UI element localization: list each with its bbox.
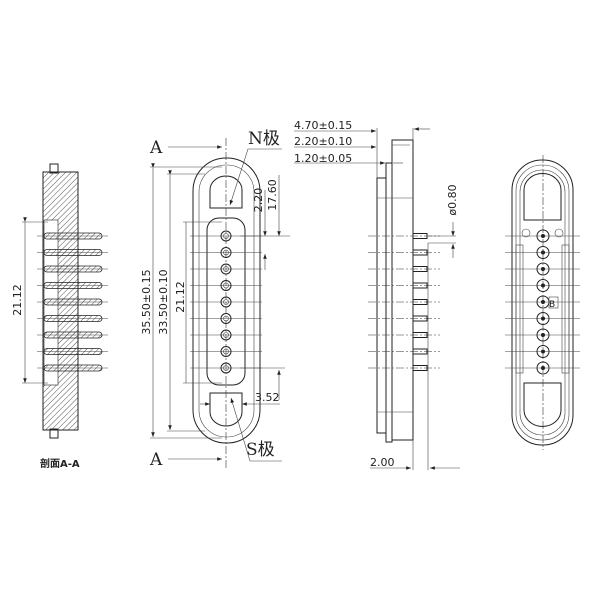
front-pins xyxy=(190,230,262,374)
dim-window-width: 3.52 xyxy=(255,391,280,404)
side-view: 4.70±0.15 2.20±0.10 1.20±0.05 ø0.80 2.00 xyxy=(294,119,460,470)
front-pin-tip xyxy=(223,299,229,305)
rear-view: B xyxy=(505,155,580,450)
rear-pin-dot xyxy=(541,300,545,304)
side-pin xyxy=(412,365,428,371)
rear-pin xyxy=(536,279,550,292)
front-pin xyxy=(220,329,232,341)
side-pin xyxy=(412,332,428,338)
front-pin-tip xyxy=(223,332,229,338)
front-pin xyxy=(220,296,232,308)
rear-pin xyxy=(536,345,550,358)
rear-pin-dot xyxy=(541,283,545,288)
side-pin xyxy=(412,299,428,305)
s-pole-window xyxy=(209,392,243,427)
rear-pin xyxy=(536,246,550,259)
rear-pin xyxy=(536,328,550,342)
dim-plate-thickness: 1.20±0.05 xyxy=(294,152,352,165)
front-view: A A N极 S极 35.50±0.15 33.50±0.10 21.12 2.… xyxy=(140,129,290,470)
side-pin xyxy=(412,282,428,289)
rear-pin xyxy=(536,312,550,325)
rear-pins xyxy=(505,229,580,375)
side-pin xyxy=(412,266,428,272)
front-pin-tip xyxy=(223,249,229,256)
dim-pin-diameter: ø0.80 xyxy=(446,184,459,215)
flange xyxy=(391,139,414,441)
rear-bottom-window xyxy=(523,382,562,427)
side-pin xyxy=(412,315,428,322)
front-pin xyxy=(220,280,232,291)
dim-total-thickness: 4.70±0.15 xyxy=(294,119,352,132)
section-view-a-a: 21.12 剖面A-A xyxy=(11,163,108,470)
side-pin xyxy=(412,249,428,256)
dim-section-span: 21.12 xyxy=(11,284,24,316)
rear-pin-dot xyxy=(541,234,545,238)
rear-pin xyxy=(536,262,550,276)
section-caption: 剖面A-A xyxy=(40,457,80,470)
dim-pin-length: 2.00 xyxy=(370,456,395,469)
dim-pitch-span: 21.12 xyxy=(174,281,187,313)
inner-outline xyxy=(198,164,255,438)
rear-marking: B xyxy=(549,300,555,310)
front-pin-tip xyxy=(223,233,229,239)
n-pole-window xyxy=(209,175,243,209)
rear-pin-dot xyxy=(541,267,545,271)
rear-outer-outline xyxy=(511,159,574,446)
s-pole-label: S极 xyxy=(246,440,275,460)
front-pin-tip xyxy=(223,266,229,272)
dim-overall-length: 35.50±0.15 xyxy=(140,269,153,334)
outer-outline xyxy=(192,157,261,444)
rear-pin-dot xyxy=(541,349,545,354)
front-pin xyxy=(220,263,232,275)
dim-inner-length: 33.50±0.10 xyxy=(157,269,170,334)
contact-plate xyxy=(385,162,393,443)
side-pin xyxy=(412,348,428,355)
rear-pin-dot xyxy=(541,333,545,337)
front-pin xyxy=(220,346,232,357)
section-pins xyxy=(37,232,108,372)
n-pole-label: N极 xyxy=(248,129,280,149)
front-pin xyxy=(220,313,232,324)
front-pin-tip xyxy=(223,365,229,371)
section-mark-top: A xyxy=(149,138,163,158)
front-pin-tip xyxy=(223,348,229,355)
rear-pin-dot xyxy=(541,316,545,321)
front-pin xyxy=(220,362,232,374)
rear-top-window xyxy=(523,173,562,221)
rear-pin-dot xyxy=(541,250,545,255)
front-pin-tip xyxy=(223,282,229,289)
rear-pin xyxy=(536,229,550,243)
dim-first-pin-offset: 2.20 xyxy=(252,188,265,213)
rear-pin xyxy=(536,361,550,375)
rear-pin-dot xyxy=(541,366,545,370)
front-pin-tip xyxy=(223,315,229,322)
section-mark-bottom: A xyxy=(149,450,163,470)
dim-pin-from-top: 17.60 xyxy=(266,179,279,211)
front-pin xyxy=(220,247,232,258)
front-pin xyxy=(220,230,232,242)
side-pins xyxy=(368,233,440,371)
side-pin xyxy=(412,233,428,239)
dim-flange-thickness: 2.20±0.10 xyxy=(294,135,352,148)
